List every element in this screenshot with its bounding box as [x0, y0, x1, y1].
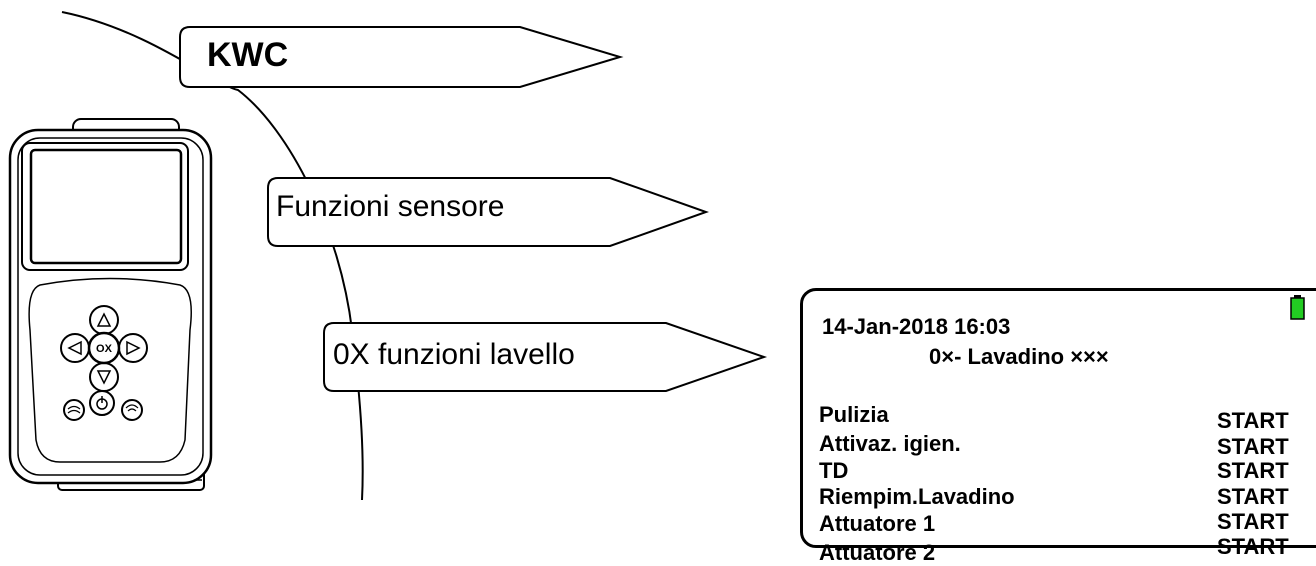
screen-datetime: 14-Jan-2018 16:03	[822, 314, 1011, 339]
left-function-button[interactable]	[63, 399, 85, 421]
dpad[interactable]	[60, 305, 148, 392]
start-button[interactable]: START	[1217, 484, 1289, 509]
arrow-left-icon	[67, 340, 82, 356]
menu-row-label: TD	[819, 458, 849, 483]
arrow-down-icon	[96, 370, 112, 385]
callout-tag-lavello	[323, 322, 768, 392]
menu-row-label: Pulizia	[819, 402, 889, 427]
menu-row-label: Attuatore 1	[819, 511, 936, 536]
start-button[interactable]: START	[1217, 534, 1289, 559]
sensor-functions-label: Funzioni sensore	[276, 190, 505, 223]
remote-device	[8, 118, 213, 491]
scene-drawing: OX	[8, 11, 768, 501]
wireless-icon	[125, 404, 139, 412]
callout-tag-sensore	[267, 177, 709, 247]
left-function-icon	[67, 405, 81, 414]
battery-icon	[1290, 295, 1305, 320]
ok-button-label: OX	[96, 343, 113, 355]
arrow-right-icon	[126, 340, 141, 356]
start-button[interactable]: START	[1217, 408, 1289, 433]
start-button[interactable]: START	[1217, 458, 1289, 483]
menu-row-label: Attuatore 2	[819, 540, 936, 565]
brand-label: KWC	[207, 36, 289, 74]
menu-row-label: Attivaz. igien.	[819, 431, 961, 456]
start-button[interactable]: START	[1217, 509, 1289, 534]
ok-button[interactable]: OX	[87, 331, 121, 365]
device-screen: 14-Jan-2018 16:03 0×- Lavadino ××× Puliz…	[800, 288, 1316, 565]
power-button[interactable]	[89, 390, 115, 416]
screen-title: 0×- Lavadino ×××	[929, 344, 1109, 369]
sink-functions-label: 0X funzioni lavello	[333, 338, 575, 371]
start-button[interactable]: START	[1217, 434, 1289, 459]
right-function-button[interactable]	[121, 399, 143, 421]
arrow-up-icon	[96, 312, 112, 327]
callout-tag-kwc	[179, 26, 624, 88]
menu-row-label: Riempim.Lavadino	[819, 484, 1015, 509]
